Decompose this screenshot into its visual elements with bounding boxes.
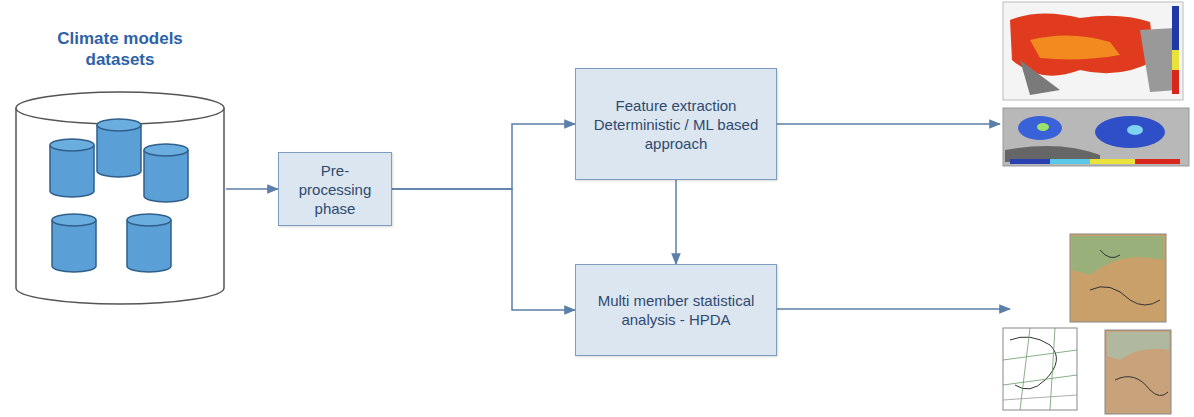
europe-map — [1105, 330, 1171, 414]
process-box: Feature extraction Deterministic / ML ba… — [575, 68, 777, 180]
flow-arrow — [392, 124, 575, 189]
output-arrow — [777, 308, 1010, 310]
europe-map — [1070, 234, 1166, 322]
flow-arrow — [675, 180, 677, 264]
box-label: Feature extraction Deterministic / ML ba… — [588, 96, 764, 153]
flow-arrow — [226, 188, 278, 190]
process-box: Multi member statistical analysis - HPDA — [575, 264, 777, 356]
node-title: Climate models datasets — [14, 28, 226, 70]
process-box: Pre-processing phase — [278, 152, 392, 226]
box-label: Pre-processing phase — [289, 161, 381, 218]
storm-image — [1003, 108, 1189, 166]
map-image — [1003, 2, 1183, 100]
flow-arrow — [392, 189, 575, 310]
cylinder-outline — [14, 90, 226, 306]
database-cylinder: Climate models datasets — [14, 28, 226, 306]
box-label: Multi member statistical analysis - HPDA — [588, 291, 764, 329]
output-arrow — [777, 123, 1000, 125]
europe-map — [1003, 328, 1077, 410]
